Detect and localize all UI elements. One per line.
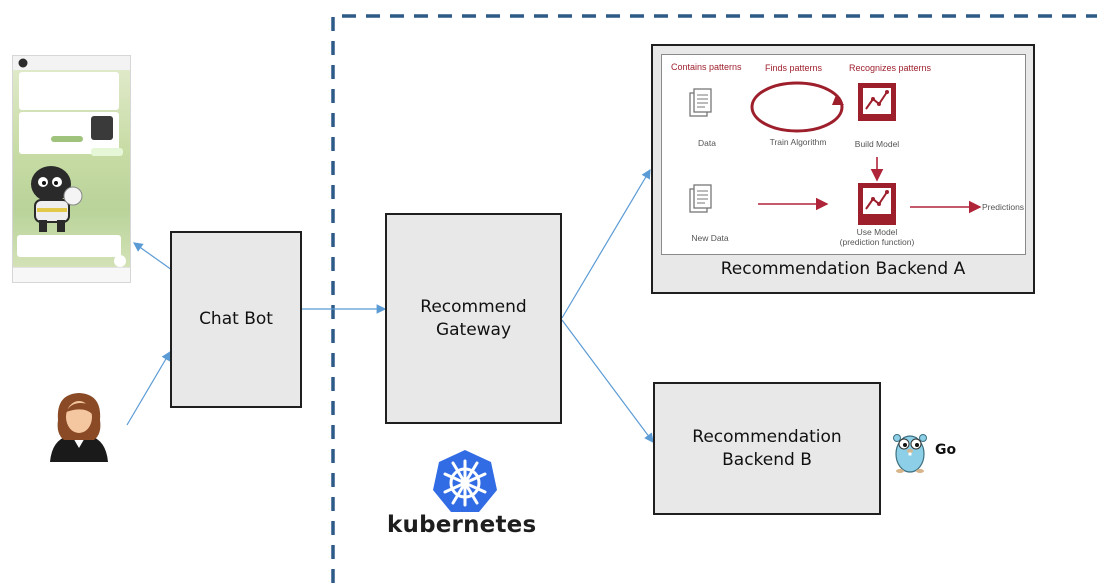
- train-algorithm-label: Train Algorithm: [769, 137, 827, 147]
- recommend-gateway-label: Recommend Gateway: [420, 296, 527, 340]
- arrow-chatbot-to-phone: [133, 242, 173, 271]
- mascot-illustration: [31, 166, 83, 232]
- build-model-label: Build Model: [854, 139, 900, 149]
- backend-a-label: Recommendation Backend A: [720, 259, 966, 279]
- ml-workflow-panel: Contains patterns Finds patterns Recogni…: [661, 54, 1026, 255]
- arrow-user-to-chatbot: [126, 350, 171, 426]
- kubernetes-wordmark: kubernetes: [387, 512, 537, 538]
- train-loop-icon: [750, 81, 844, 133]
- recognizes-patterns-header: Recognizes patterns: [849, 63, 932, 73]
- recommend-gateway-box: Recommend Gateway: [385, 213, 562, 424]
- user-avatar-icon: [50, 393, 108, 462]
- backend-b-label: Recommendation Backend B: [692, 426, 842, 470]
- finds-patterns-header: Finds patterns: [765, 63, 823, 73]
- data-label: Data: [698, 138, 716, 148]
- chat-bot-box: Chat Bot: [170, 231, 302, 408]
- document-icon: [689, 184, 712, 213]
- document-icon: [689, 88, 712, 117]
- backend-a-box: Contains patterns Finds patterns Recogni…: [651, 44, 1035, 294]
- predictions-label: Predictions: [982, 202, 1025, 212]
- go-label: Go: [935, 442, 957, 458]
- kubernetes-logo: [433, 450, 497, 512]
- telegram-chat-screenshot: [12, 55, 131, 283]
- backend-b-box: Recommendation Backend B: [653, 382, 881, 515]
- model-chart-icon: [858, 183, 896, 225]
- chat-bot-label: Chat Bot: [199, 309, 273, 330]
- new-data-label: New Data: [691, 233, 729, 243]
- go-gopher-icon: [893, 434, 927, 473]
- arrow-gateway-to-backend-a: [561, 168, 651, 319]
- model-chart-icon: [858, 83, 896, 121]
- arrow-gateway-to-backend-b: [561, 319, 654, 443]
- chat-avatar-icon: [18, 58, 28, 68]
- use-model-label: Use Model: [856, 227, 898, 237]
- prediction-function-label: (prediction function): [839, 237, 915, 247]
- ml-workflow-graphics: [689, 81, 982, 225]
- contains-patterns-header: Contains patterns: [671, 62, 742, 72]
